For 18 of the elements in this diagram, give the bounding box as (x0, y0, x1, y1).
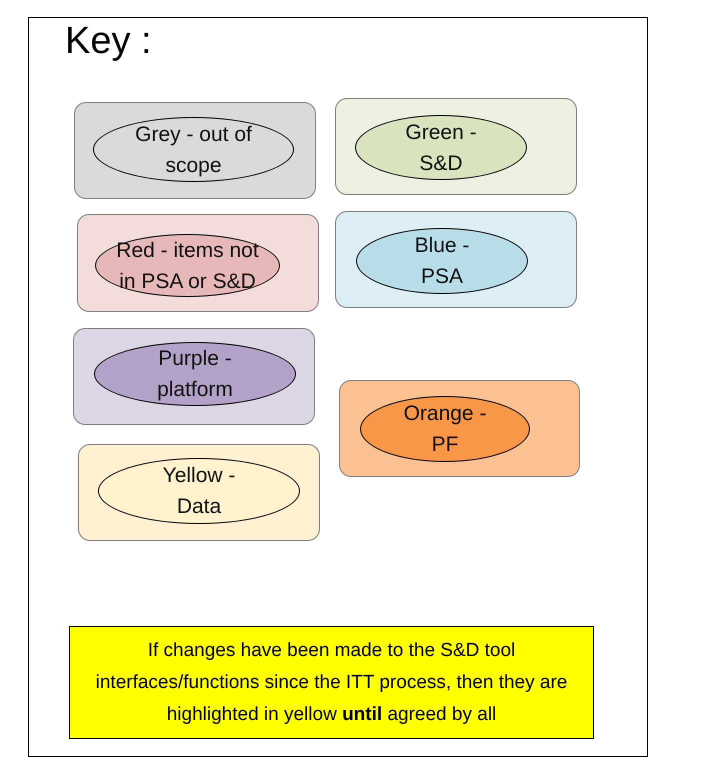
legend-card (339, 380, 580, 477)
legend-card (78, 444, 320, 541)
legend-card (73, 328, 315, 425)
key-heading: Key : (65, 20, 152, 63)
note-box (69, 626, 594, 739)
node-label: Grey - out of scope (134, 122, 253, 178)
node-label: Yellow - Data (162, 463, 236, 520)
key-panel (28, 17, 648, 757)
node-label: Purple - platform (156, 346, 234, 403)
legend-card (335, 98, 577, 195)
legend-card (77, 214, 319, 312)
node-label: Green - S&D (404, 120, 478, 176)
legend-card (335, 211, 577, 308)
legend-card (74, 102, 316, 199)
note-text: If changes have been made to the S&D tool interfaces/functions since the ITT process, then they are highlighted in yellow until agreed by all (94, 638, 568, 726)
node-label: Red - items not in PSA or S&D (115, 238, 260, 294)
node-label: Orange - PF (402, 401, 488, 458)
node-label: Blue - PSA (414, 233, 470, 290)
